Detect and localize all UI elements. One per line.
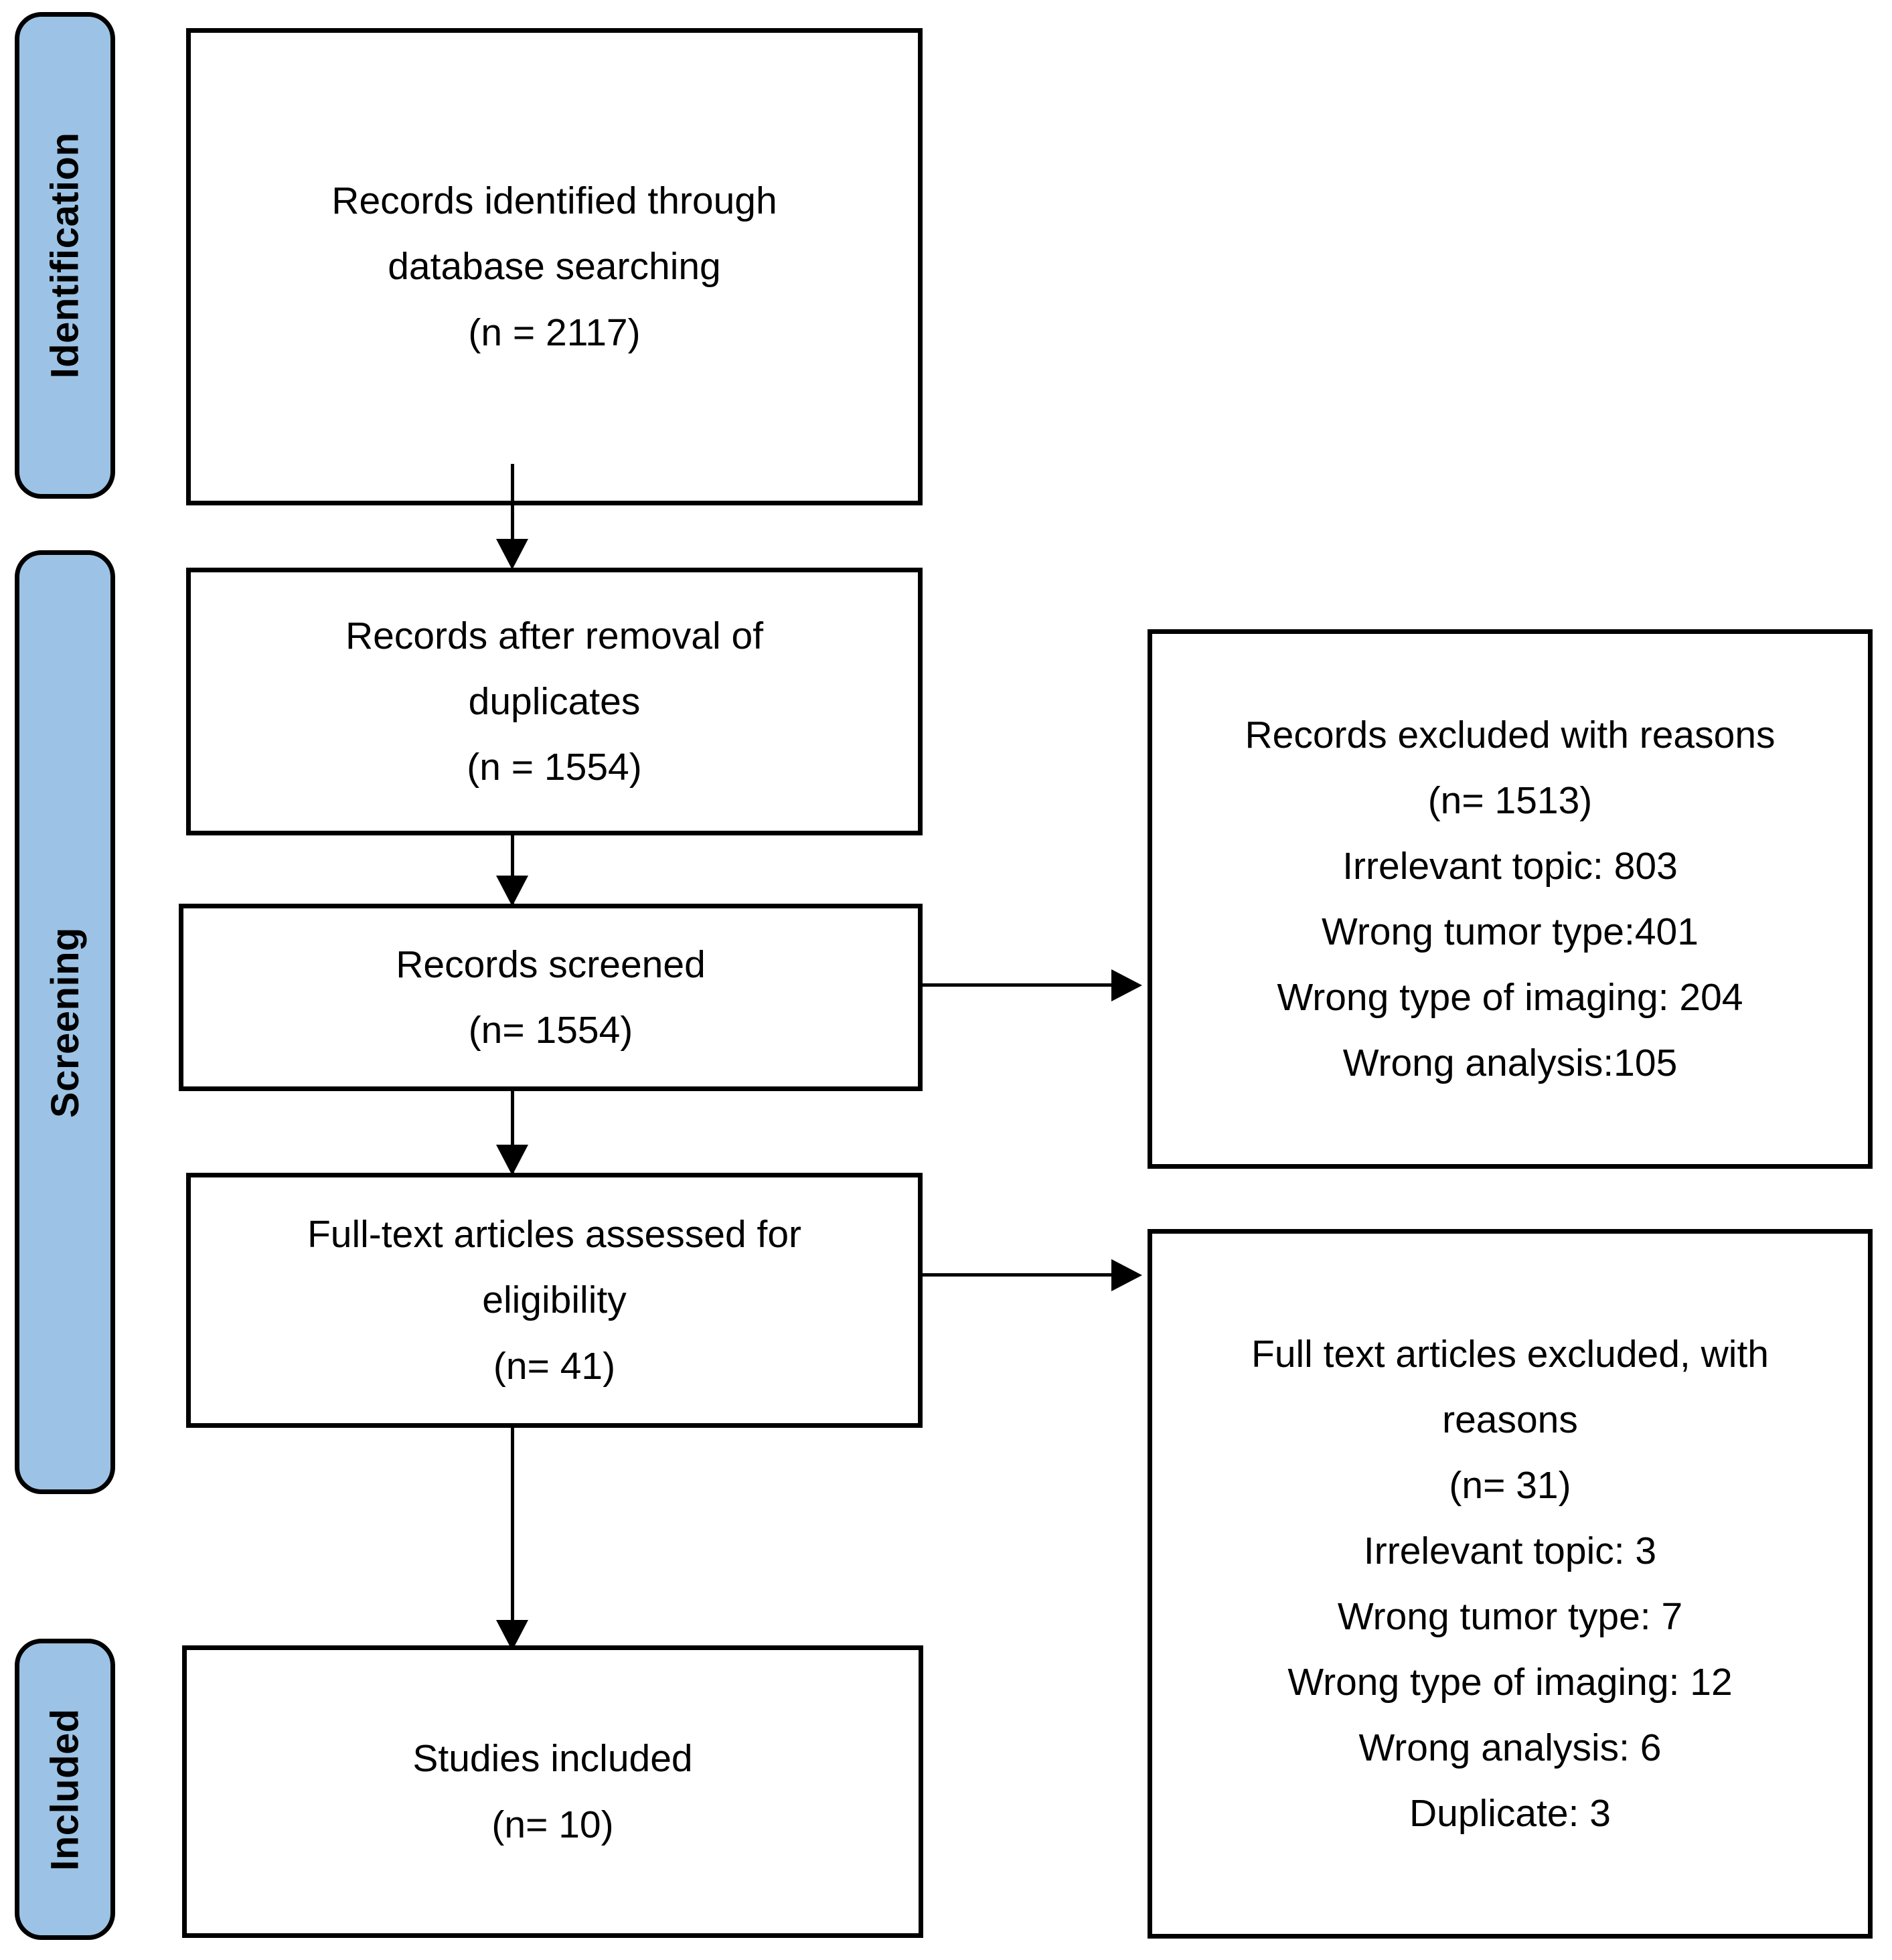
box-fulltext-assessed-line-3: (n= 41) bbox=[493, 1344, 616, 1388]
arrow-screened-to-fulltext-head bbox=[496, 1145, 528, 1175]
box-fulltext-excluded-line-2: reasons bbox=[1442, 1398, 1578, 1441]
stage-label-included-text: Included bbox=[43, 1708, 87, 1871]
box-records-after-duplicates-line-3: (n = 1554) bbox=[467, 746, 642, 789]
box-fulltext-excluded-line-1: Full text articles excluded, with bbox=[1251, 1332, 1769, 1376]
box-fulltext-excluded-line-4: Irrelevant topic: 3 bbox=[1363, 1529, 1657, 1572]
box-records-excluded-line-3: Irrelevant topic: 803 bbox=[1342, 844, 1678, 888]
box-records-identified-line-1: Records identified through bbox=[331, 179, 777, 223]
arrow-identified-to-duplicates-head bbox=[496, 539, 528, 570]
box-records-excluded-line-4: Wrong tumor type:401 bbox=[1322, 910, 1699, 953]
box-fulltext-excluded-line-6: Wrong type of imaging: 12 bbox=[1287, 1661, 1733, 1704]
box-records-excluded-line-1: Records excluded with reasons bbox=[1245, 713, 1776, 756]
box-fulltext-excluded-line-7: Wrong analysis: 6 bbox=[1358, 1726, 1662, 1770]
box-records-identified-line-3: (n = 2117) bbox=[468, 311, 641, 354]
arrow-fulltext-to-excluded-line bbox=[923, 1273, 1118, 1277]
stage-label-included: Included bbox=[15, 1639, 115, 1940]
box-records-after-duplicates: Records after removal of duplicates (n =… bbox=[186, 568, 923, 835]
box-records-screened-line-1: Records screened bbox=[396, 943, 706, 986]
box-records-identified: Records identified through database sear… bbox=[186, 28, 923, 505]
arrow-screened-to-excluded-head bbox=[1111, 969, 1142, 1001]
box-studies-included-line-1: Studies included bbox=[412, 1737, 693, 1781]
arrow-duplicates-to-screened-line bbox=[511, 835, 514, 908]
stage-label-identification-text: Identification bbox=[43, 132, 87, 379]
box-records-after-duplicates-line-1: Records after removal of bbox=[345, 614, 764, 657]
box-fulltext-excluded: Full text articles excluded, with reason… bbox=[1148, 1229, 1873, 1939]
box-records-excluded: Records excluded with reasons (n= 1513) … bbox=[1148, 629, 1873, 1169]
box-records-after-duplicates-line-2: duplicates bbox=[468, 679, 641, 723]
arrow-fulltext-to-included-line bbox=[511, 1428, 514, 1662]
arrow-screened-to-fulltext-line bbox=[511, 1091, 514, 1177]
stage-label-screening-text: Screening bbox=[43, 926, 87, 1118]
box-records-excluded-line-2: (n= 1513) bbox=[1427, 779, 1593, 822]
box-records-screened-line-2: (n= 1554) bbox=[468, 1009, 633, 1052]
box-records-screened: Records screened (n= 1554) bbox=[179, 904, 923, 1091]
box-fulltext-excluded-line-3: (n= 31) bbox=[1449, 1463, 1571, 1507]
stage-label-identification: Identification bbox=[15, 12, 115, 499]
box-records-identified-line-2: database searching bbox=[388, 245, 721, 289]
box-fulltext-assessed: Full-text articles assessed for eligibil… bbox=[186, 1173, 923, 1428]
box-fulltext-excluded-line-8: Duplicate: 3 bbox=[1409, 1792, 1611, 1835]
stage-label-screening: Screening bbox=[15, 550, 115, 1494]
box-studies-included-line-2: (n= 10) bbox=[491, 1803, 614, 1846]
box-records-excluded-line-6: Wrong analysis:105 bbox=[1342, 1042, 1678, 1085]
box-fulltext-excluded-line-5: Wrong tumor type: 7 bbox=[1337, 1595, 1683, 1638]
box-fulltext-assessed-line-1: Full-text articles assessed for bbox=[307, 1213, 802, 1256]
box-studies-included: Studies included (n= 10) bbox=[182, 1645, 923, 1938]
arrow-fulltext-to-excluded-head bbox=[1111, 1259, 1142, 1291]
box-records-excluded-line-5: Wrong type of imaging: 204 bbox=[1277, 976, 1743, 1019]
arrow-duplicates-to-screened-head bbox=[496, 876, 528, 906]
arrow-screened-to-excluded-line bbox=[923, 983, 1118, 987]
arrow-identified-to-duplicates-line bbox=[511, 464, 514, 551]
box-fulltext-assessed-line-2: eligibility bbox=[482, 1279, 627, 1322]
